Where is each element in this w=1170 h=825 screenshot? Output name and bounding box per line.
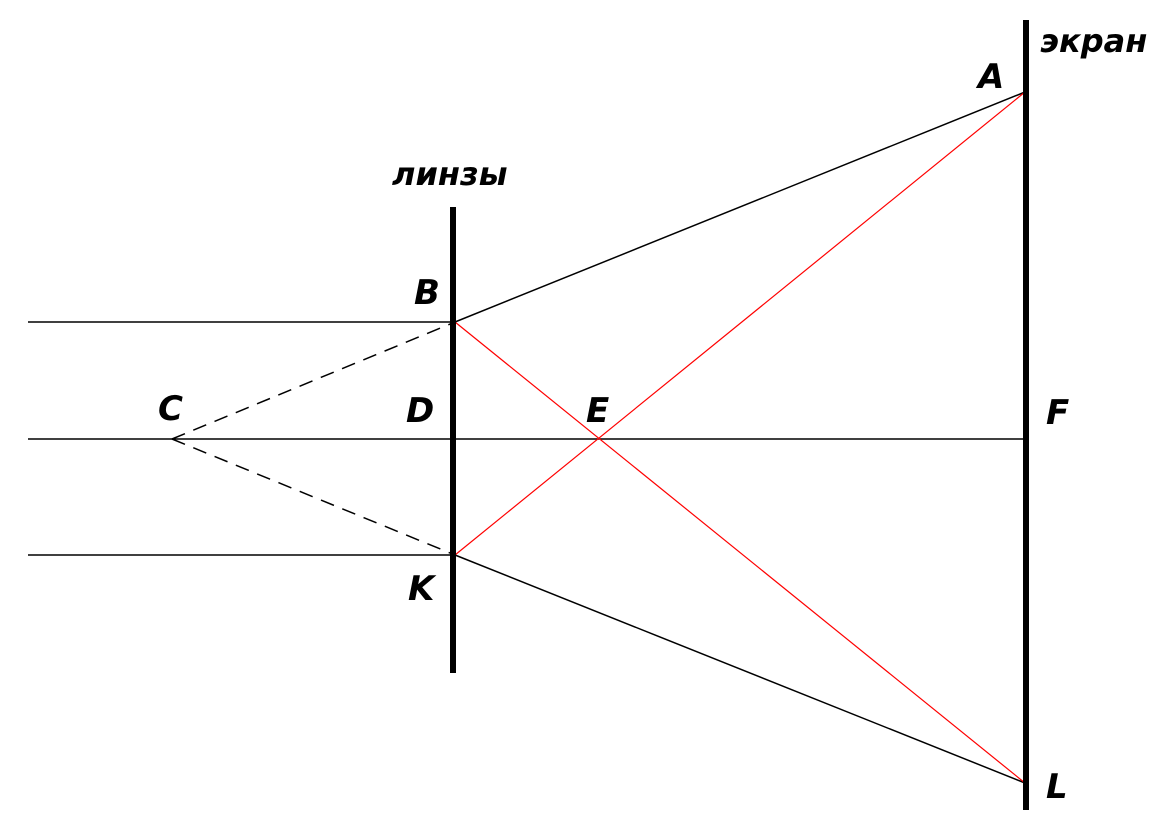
dashed-line-c-k [171,438,456,556]
point-label-b: B [414,273,440,313]
point-label-c: C [158,389,183,429]
red-ray-k-a [454,91,1026,556]
red-ray-b-l [454,321,1026,784]
point-label-a: A [975,57,1004,97]
point-label-l: L [1046,767,1068,807]
ray-b-a [454,91,1026,323]
dashed-line-c-b [171,321,456,440]
point-label-e: E [586,391,609,431]
point-label-k: K [408,569,437,609]
ray-k-l [454,554,1026,784]
screen-caption: экран [1040,22,1147,60]
lens-caption: линзы [392,155,508,193]
point-label-f: F [1046,393,1069,433]
point-label-d: D [406,391,434,431]
